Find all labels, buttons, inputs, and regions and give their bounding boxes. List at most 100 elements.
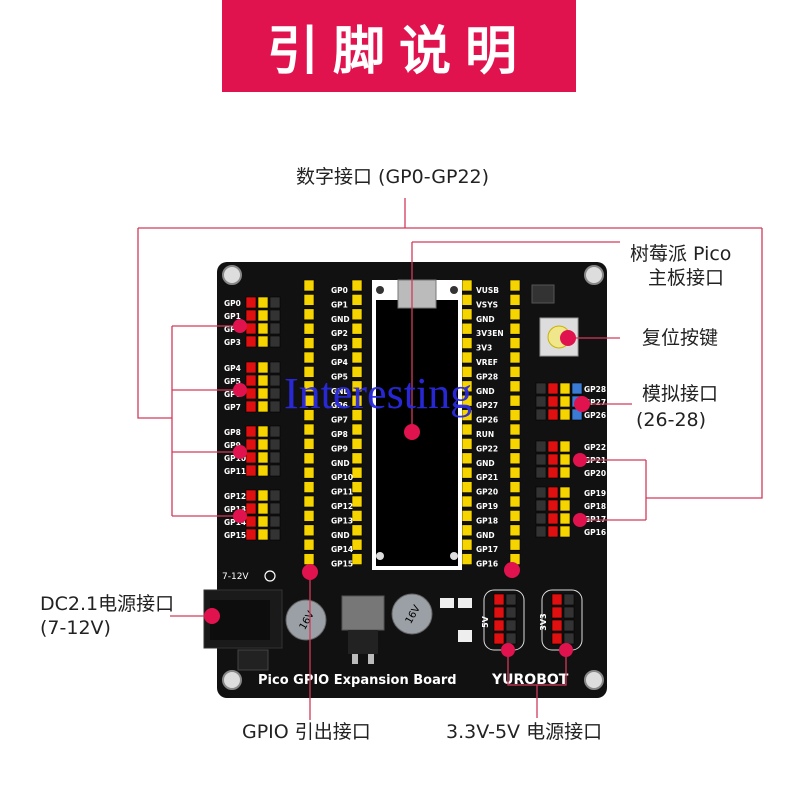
power-header-label: 3V3 xyxy=(539,613,548,630)
analog-label: GP26 xyxy=(584,411,606,420)
pico-pin-label: GP18 xyxy=(476,516,498,525)
header-pin xyxy=(571,382,583,395)
header-pin xyxy=(245,502,257,515)
pico-pin-label: GP15 xyxy=(331,560,353,569)
header-pin xyxy=(509,524,521,537)
header-pin xyxy=(547,453,559,466)
header-pin xyxy=(509,481,521,493)
header-pin xyxy=(351,423,363,436)
header-pin xyxy=(303,438,315,450)
header-pin xyxy=(303,481,315,493)
dc-symbol xyxy=(264,570,276,582)
header-pin xyxy=(303,380,315,393)
gpio-label: GP9 xyxy=(224,441,241,450)
header-pin xyxy=(245,425,257,438)
pico-pin-label: GP2 xyxy=(331,329,348,338)
header-pin xyxy=(559,408,571,421)
pico-pin-label: GP20 xyxy=(476,488,498,497)
header-pin xyxy=(245,374,257,387)
pico-pin-label: RUN xyxy=(476,430,494,439)
header-pin xyxy=(303,510,315,522)
header-pin xyxy=(351,279,363,292)
header-pin xyxy=(303,294,315,306)
header-pin xyxy=(535,512,547,525)
header-pin xyxy=(257,425,269,438)
label-pico-line1: 树莓派 Pico xyxy=(630,243,732,265)
brand-logo-text: YUROBOT xyxy=(491,672,569,688)
header-pin xyxy=(257,361,269,374)
header-pin xyxy=(505,606,517,619)
gpio-label: GP3 xyxy=(224,338,241,347)
right-gpio-headers xyxy=(535,382,583,538)
header-pin xyxy=(505,632,517,645)
header-pin xyxy=(303,553,315,565)
pico-pin-label: GND xyxy=(331,531,350,540)
header-pin xyxy=(257,489,269,502)
pico-pin-label: GND xyxy=(331,315,350,324)
label-pico-line2: 主板接口 xyxy=(648,267,725,289)
header-pin xyxy=(257,374,269,387)
header-pin xyxy=(535,466,547,479)
header-pin xyxy=(505,619,517,632)
gpio-label: GP2 xyxy=(224,325,241,334)
header-pin xyxy=(257,322,269,335)
header-pin xyxy=(269,374,281,387)
header-pin xyxy=(461,466,473,479)
header-pin xyxy=(559,440,571,453)
header-pin xyxy=(245,489,257,502)
pico-pin-label: GP0 xyxy=(331,286,348,295)
usb-connector xyxy=(397,279,437,309)
header-pin xyxy=(461,481,473,493)
pico-hole xyxy=(450,286,458,294)
pico-pin-label: GP22 xyxy=(476,444,498,453)
header-pin xyxy=(509,423,521,436)
header-pin xyxy=(509,294,521,306)
header-pin xyxy=(559,512,571,525)
mount-hole xyxy=(584,265,604,285)
header-pin xyxy=(351,524,363,537)
pico-pin-label: GP19 xyxy=(476,502,498,511)
header-pin xyxy=(351,351,363,364)
pico-pin-label: GND xyxy=(476,387,495,396)
header-pin xyxy=(351,337,363,349)
header-pin xyxy=(493,632,505,645)
mount-hole xyxy=(222,670,242,690)
pico-pin-label: GND xyxy=(331,387,350,396)
header-pin xyxy=(303,495,315,508)
capacitor-left: 16V xyxy=(285,599,327,641)
header-pin xyxy=(269,438,281,451)
header-pin xyxy=(351,394,363,407)
header-pin xyxy=(509,366,521,378)
header-pin xyxy=(303,279,315,292)
header-pin xyxy=(535,382,547,395)
gpio-label: GP0 xyxy=(224,299,241,308)
gpio-label: GP14 xyxy=(224,518,246,527)
header-pin xyxy=(303,452,315,465)
header-pin xyxy=(351,538,363,551)
header-pin xyxy=(351,366,363,378)
header-pin xyxy=(535,395,547,408)
header-pin xyxy=(303,394,315,407)
pico-pin-label: GP4 xyxy=(331,358,348,367)
gpio-label: GP8 xyxy=(224,428,241,437)
header-pin xyxy=(461,553,473,565)
header-pin xyxy=(245,387,257,400)
header-pin xyxy=(509,510,521,522)
pico-pin-label: GP1 xyxy=(331,300,348,309)
pico-pin-label: GND xyxy=(476,531,495,540)
pico-pin-label: GP26 xyxy=(476,416,498,425)
header-pin xyxy=(303,466,315,479)
header-pin xyxy=(257,515,269,528)
header-pin xyxy=(245,335,257,348)
header-pin xyxy=(461,524,473,537)
header-pin xyxy=(303,308,315,321)
pico-pin-label: GND xyxy=(476,459,495,468)
header-pin xyxy=(269,515,281,528)
mount-hole xyxy=(584,670,604,690)
header-pin xyxy=(351,452,363,465)
header-pin xyxy=(559,525,571,538)
pico-pin-label: GP5 xyxy=(331,372,348,381)
header-pin xyxy=(509,322,521,335)
pico-pin-label: GP14 xyxy=(331,545,353,554)
header-pin xyxy=(509,308,521,321)
